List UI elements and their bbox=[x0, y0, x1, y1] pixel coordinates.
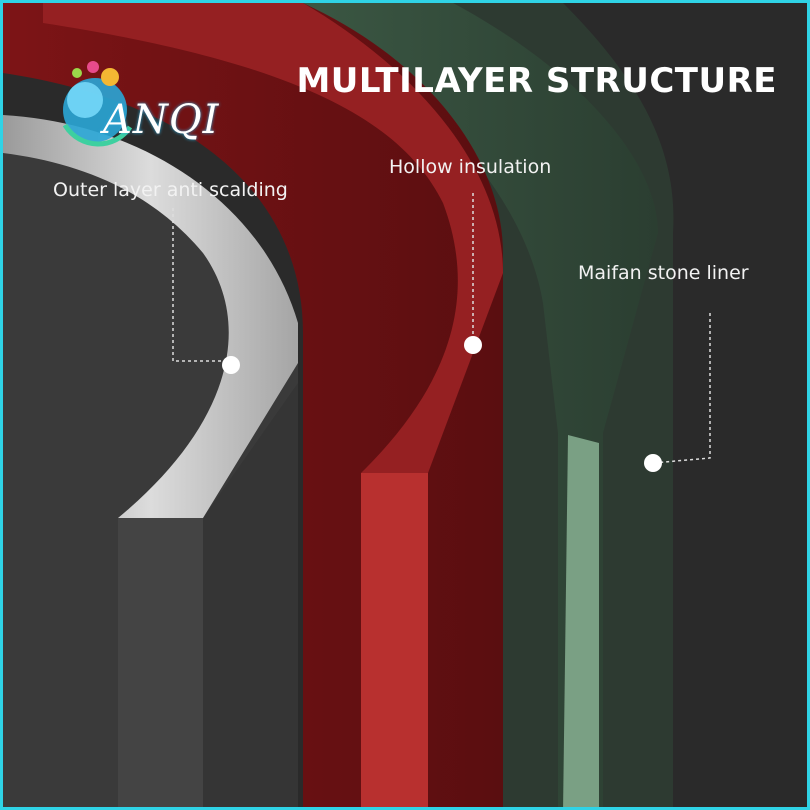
hollow-marker-dot bbox=[464, 336, 482, 354]
green-band bbox=[203, 3, 658, 807]
hollow-insulation-strip bbox=[361, 473, 428, 807]
gray-wall-side bbox=[203, 383, 298, 807]
logo-text: ANQI bbox=[103, 97, 220, 143]
anqi-logo-icon bbox=[62, 61, 133, 147]
maifan-marker-dot bbox=[644, 454, 662, 472]
red-arc bbox=[43, 3, 503, 473]
maifan-leader-line bbox=[652, 313, 711, 464]
page-title: MULTILAYER STRUCTURE bbox=[296, 61, 777, 101]
outer-leader-line bbox=[172, 208, 231, 362]
label-outer-layer: Outer layer anti scalding bbox=[53, 179, 288, 201]
label-maifan-liner: Maifan stone liner bbox=[578, 262, 749, 284]
gray-wall-front bbox=[118, 518, 203, 807]
outer-marker-dot bbox=[222, 356, 240, 374]
layer-cross-section bbox=[3, 3, 807, 807]
label-hollow-insulation: Hollow insulation bbox=[389, 156, 552, 178]
maifan-liner-strip bbox=[563, 435, 599, 807]
outer-layer-arc bbox=[3, 115, 298, 518]
